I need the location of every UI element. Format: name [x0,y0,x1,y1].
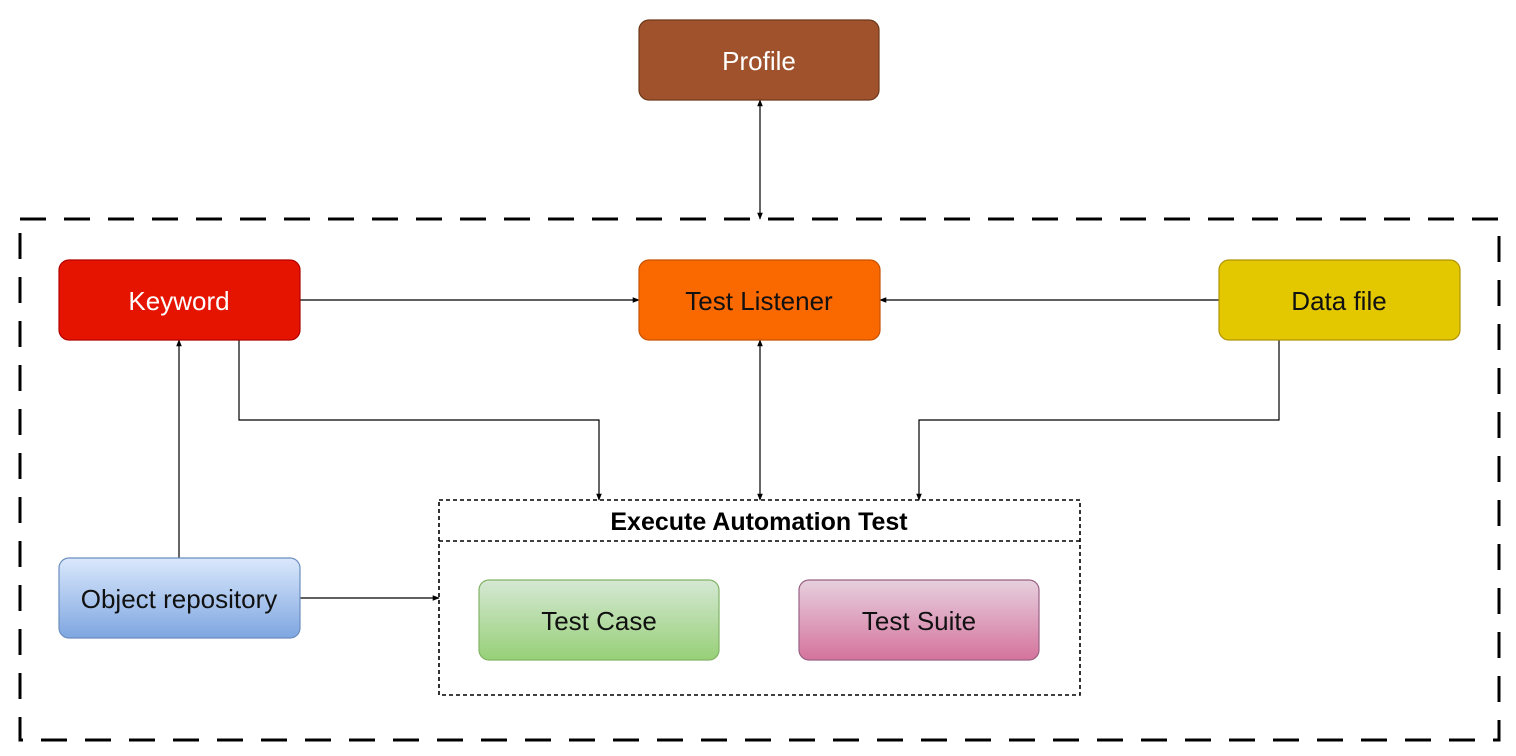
profile-label: Profile [722,46,796,76]
data-file-node[interactable]: Data file [1218,259,1461,341]
profile-node[interactable]: Profile [638,19,880,101]
test-case-label: Test Case [541,606,657,636]
object-repository-node[interactable]: Object repository [58,557,301,639]
keyword-box [58,259,301,341]
test-suite-node[interactable]: Test Suite [798,579,1040,661]
keyword-to-execute-connector [238,340,602,501]
object-repository-label: Object repository [81,584,278,614]
test-listener-box [638,259,881,341]
data-file-label: Data file [1291,286,1386,316]
datafile-to-execute-connector [916,340,1280,501]
test-suite-label: Test Suite [862,606,976,636]
test-case-node[interactable]: Test Case [478,579,720,661]
group-title: Execute Automation Test [610,508,908,536]
system-boundary [18,217,1501,742]
test-suite-box [798,579,1040,661]
data-file-box [1218,259,1461,341]
profile-box [638,19,880,101]
object-repository-box [58,557,301,639]
test-listener-label: Test Listener [685,286,833,316]
test-case-box [478,579,720,661]
keyword-node[interactable]: Keyword [58,259,301,341]
test-listener-node[interactable]: Test Listener [638,259,881,341]
keyword-label: Keyword [128,286,229,316]
